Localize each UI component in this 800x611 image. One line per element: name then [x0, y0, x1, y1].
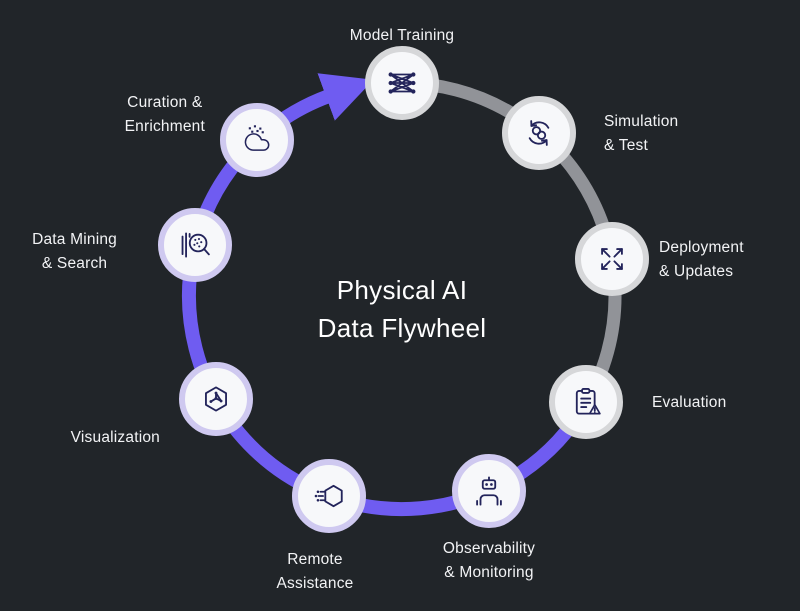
- node-simulation-test: [502, 96, 576, 170]
- node-label-data-mining-search: Data Mining & Search: [32, 231, 117, 273]
- node-label-model-training: Model Training: [349, 27, 455, 44]
- robot-icon: [476, 476, 502, 506]
- hexagon-signal-icon: [314, 484, 343, 508]
- clipboard-warning-icon: [575, 388, 601, 415]
- node-visualization: [179, 362, 253, 436]
- node-label-curation-enrichment: Curation & Enrichment: [124, 94, 205, 136]
- flywheel-gray-arc: [401, 76, 622, 406]
- node-remote-assistance: [292, 459, 366, 533]
- hexagon-network-icon: [205, 386, 227, 412]
- simulation-loop-icon: [528, 120, 550, 146]
- node-label-observability-monitoring: Observability & Monitoring: [442, 540, 536, 582]
- node-label-evaluation: Evaluation: [652, 394, 727, 411]
- node-observability-monitoring: [452, 454, 526, 528]
- node-evaluation: [549, 365, 623, 439]
- node-deployment-updates: [575, 222, 649, 296]
- expand-arrows-icon: [601, 248, 623, 270]
- node-curation-enrichment: [220, 103, 294, 177]
- node-data-mining-search: [158, 208, 232, 282]
- node-label-deployment-updates: Deployment & Updates: [659, 239, 744, 281]
- node-label-remote-assistance: Remote Assistance: [276, 551, 354, 593]
- magnifier-data-icon: [181, 232, 210, 258]
- neural-network-icon: [388, 72, 416, 94]
- node-label-visualization: Visualization: [70, 429, 160, 446]
- diagram-title: Physical AI Data Flywheel: [317, 275, 487, 343]
- node-label-simulation-test: Simulation & Test: [604, 113, 679, 155]
- cloud-sparkles-icon: [244, 125, 270, 151]
- node-model-training: [365, 46, 439, 120]
